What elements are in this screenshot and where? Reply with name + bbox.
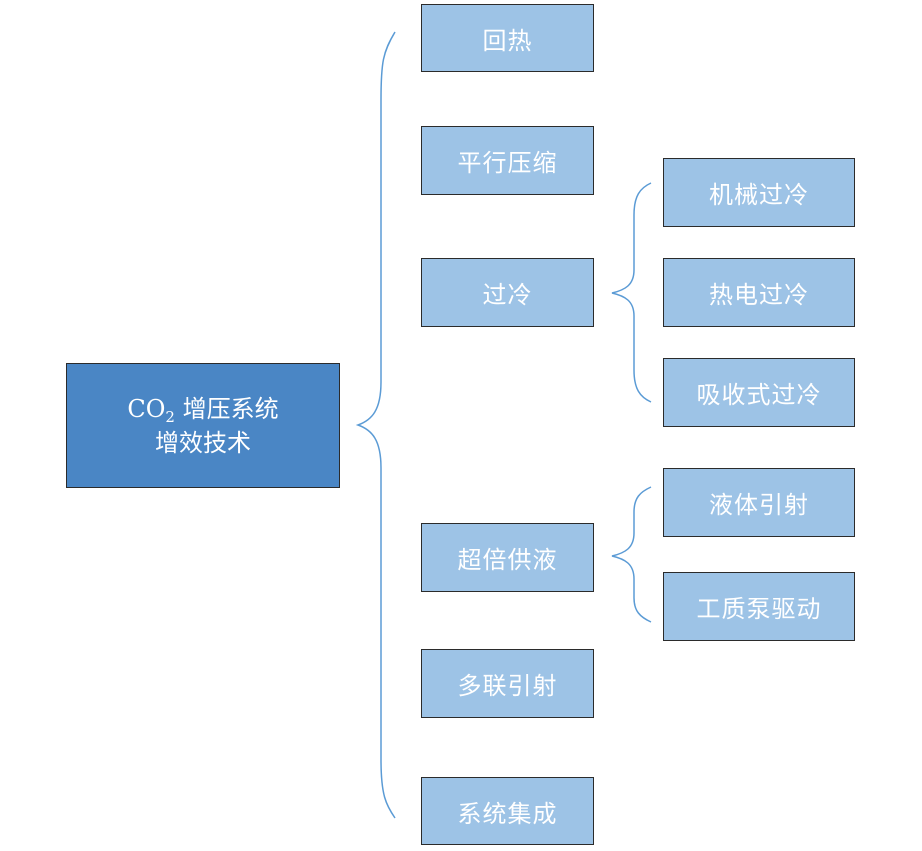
main-brace — [355, 31, 396, 819]
node-label: 液体引射 — [709, 491, 809, 519]
node-thermoelectric-subcooling: 热电过冷 — [663, 258, 855, 327]
node-label: 超倍供液 — [457, 546, 558, 574]
node-label: 平行压缩 — [457, 149, 558, 177]
node-label: 过冷 — [482, 281, 533, 309]
node-label: 吸收式过冷 — [696, 381, 822, 409]
node-overfeeding: 超倍供液 — [421, 523, 594, 592]
root-line-2: 增效技术 — [155, 428, 251, 457]
root-co-text: CO — [127, 394, 166, 423]
subcooling-brace — [611, 182, 652, 403]
node-label: 热电过冷 — [709, 281, 809, 309]
node-parallel-compression: 平行压缩 — [421, 126, 594, 195]
overfeeding-brace — [611, 486, 652, 623]
node-mechanical-subcooling: 机械过冷 — [663, 158, 855, 227]
node-system-integration: 系统集成 — [421, 777, 594, 845]
node-absorption-subcooling: 吸收式过冷 — [663, 358, 855, 427]
root-line1-rest: 增压系统 — [174, 394, 279, 423]
node-regenerative-heating: 回热 — [421, 4, 594, 72]
node-label: 多联引射 — [457, 672, 558, 700]
node-label: 系统集成 — [457, 799, 558, 828]
root-node: CO2 增压系统 增效技术 — [66, 363, 340, 488]
node-multi-ejector: 多联引射 — [421, 649, 594, 718]
node-pump-driven: 工质泵驱动 — [663, 572, 855, 641]
root-subscript: 2 — [165, 407, 175, 426]
node-label: 回热 — [482, 26, 533, 55]
root-line-1: CO2 增压系统 — [127, 392, 278, 426]
node-label: 机械过冷 — [709, 181, 809, 209]
node-liquid-ejector: 液体引射 — [663, 468, 855, 537]
node-subcooling: 过冷 — [421, 258, 594, 327]
node-label: 工质泵驱动 — [696, 595, 822, 623]
